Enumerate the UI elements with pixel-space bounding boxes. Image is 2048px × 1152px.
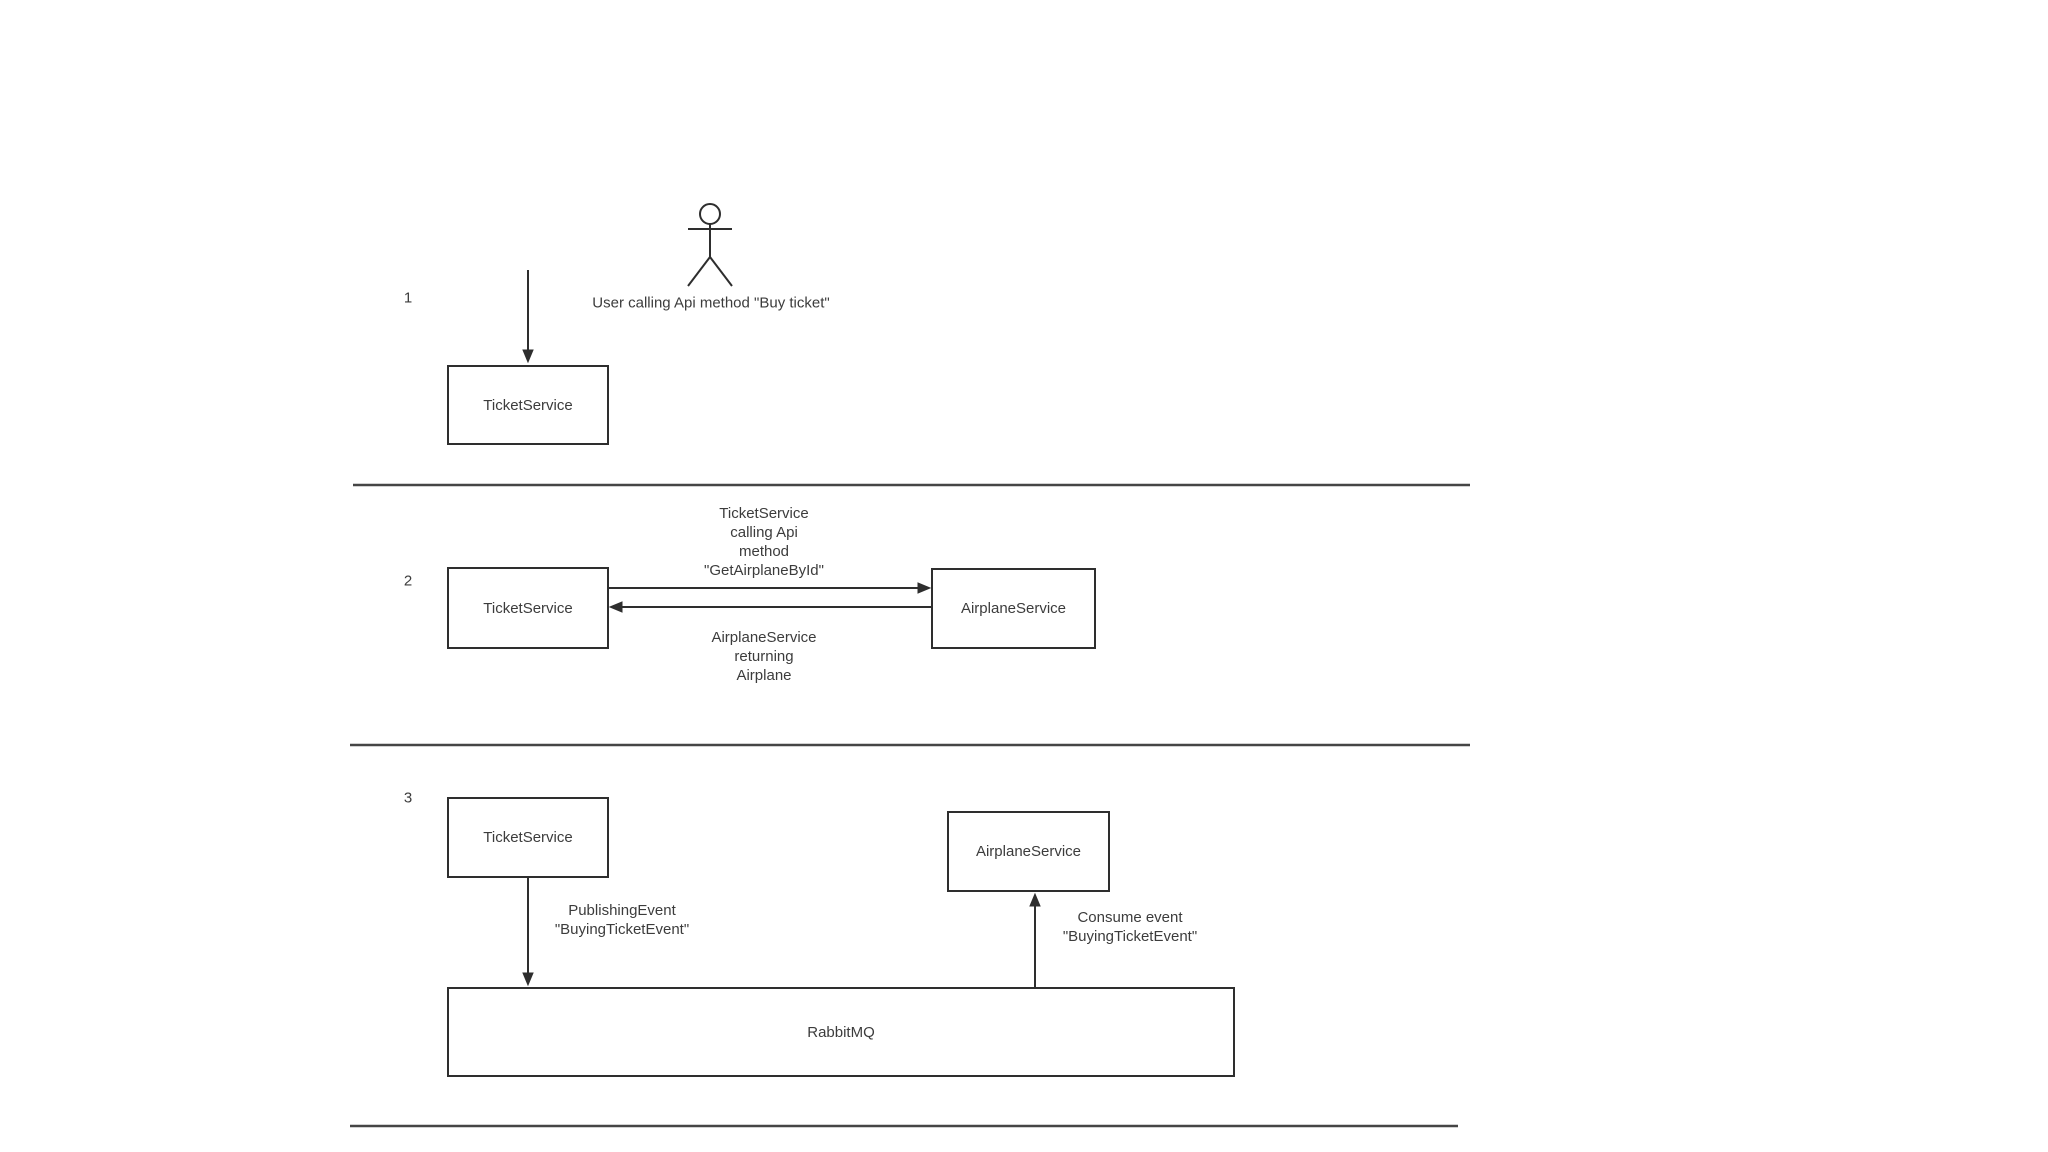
user-actor-icon	[687, 203, 733, 287]
section-1-number: 1	[403, 289, 413, 307]
response-return-label-line: returning	[734, 648, 794, 665]
publish-event-arrow	[522, 878, 534, 987]
ticket-service-box-s3: TicketService	[447, 797, 609, 878]
consume-event-label-line: "BuyingTicketEvent"	[1062, 928, 1198, 945]
response-return-label-line: AirplaneService	[711, 629, 817, 646]
request-call-label-line: calling Api	[730, 524, 798, 541]
request-call-label-line: method	[738, 543, 790, 560]
consume-event-label-line: Consume event	[1077, 909, 1183, 926]
airplane-service-box-s3: AirplaneService	[947, 811, 1110, 892]
ticket-service-box-s1: TicketService	[447, 365, 609, 445]
getairplanebyid-request-arrow	[609, 582, 932, 594]
rabbitmq-box: RabbitMQ	[447, 987, 1235, 1077]
consume-event-arrow	[1029, 892, 1041, 987]
consume-event-label: Consume event "BuyingTicketEvent"	[1063, 908, 1197, 946]
request-call-label-line: "GetAirplaneById"	[704, 562, 824, 579]
response-return-label: AirplaneService returning Airplane	[711, 628, 816, 685]
user-action-label: User calling Api method "Buy ticket"	[592, 294, 830, 312]
section-3-number: 3	[403, 789, 413, 807]
publish-event-label-line: PublishingEvent	[568, 902, 676, 919]
publish-event-label: PublishingEvent "BuyingTicketEvent"	[555, 901, 689, 939]
airplane-service-box-s2: AirplaneService	[931, 568, 1096, 649]
request-call-label: TicketService calling Api method "GetAir…	[704, 504, 824, 580]
ticket-service-box-s2: TicketService	[447, 567, 609, 649]
section-2-number: 2	[403, 572, 413, 590]
user-to-ticketservice-arrow	[522, 270, 534, 364]
airplane-response-arrow	[608, 601, 931, 613]
request-call-label-line: TicketService	[719, 505, 809, 522]
response-return-label-line: Airplane	[736, 667, 792, 684]
publish-event-label-line: "BuyingTicketEvent"	[554, 921, 690, 938]
